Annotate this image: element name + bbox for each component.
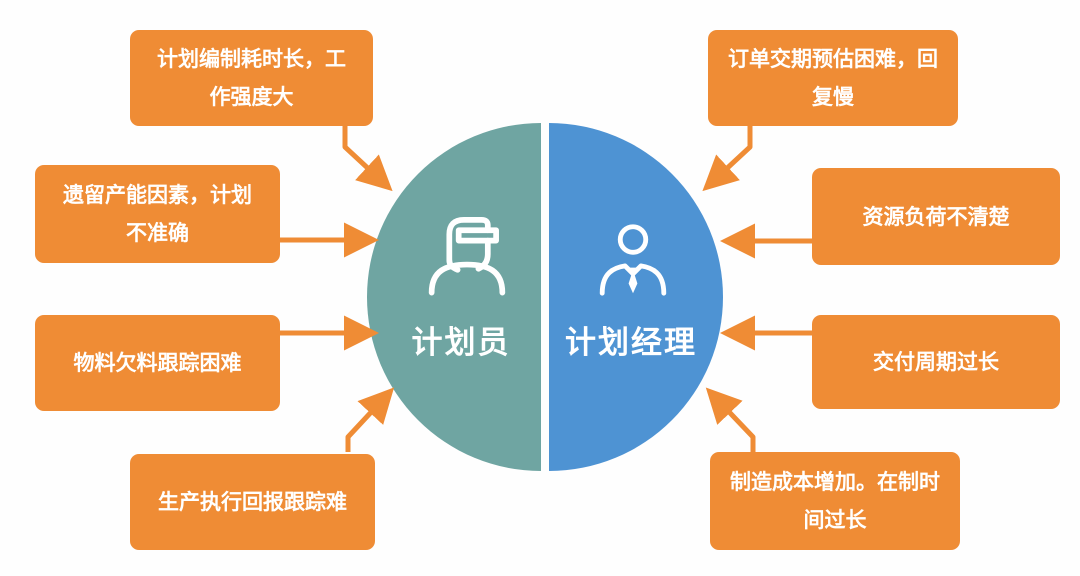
issue-box-capacity: 遗留产能因素，计划不准确: [35, 165, 280, 263]
issue-box-plan-time: 计划编制耗时长，工作强度大: [130, 30, 373, 126]
arrow-cost: [705, 387, 756, 452]
arrow-execution: [345, 387, 395, 452]
issue-box-material: 物料欠料跟踪困难: [35, 315, 280, 411]
issue-box-order-due: 订单交期预估困难，回复慢: [708, 30, 958, 126]
issue-box-execution: 生产执行回报跟踪难: [130, 454, 375, 550]
arrow-plan-time: [342, 126, 393, 192]
issue-box-delivery-cycle: 交付周期过长: [812, 315, 1060, 409]
issue-box-resource-load: 资源负荷不清楚: [812, 168, 1060, 265]
arrow-order-due: [702, 126, 753, 192]
role-label-manager: 计划经理: [565, 325, 697, 361]
planner-half-circle: [367, 123, 541, 471]
manager-tie-icon: [599, 224, 667, 296]
manager-half-circle: [549, 123, 723, 471]
issue-box-cost: 制造成本增加。在制时间过长: [710, 452, 960, 550]
worker-cap-icon: [428, 216, 506, 296]
role-label-planner: 计划员: [411, 325, 511, 361]
